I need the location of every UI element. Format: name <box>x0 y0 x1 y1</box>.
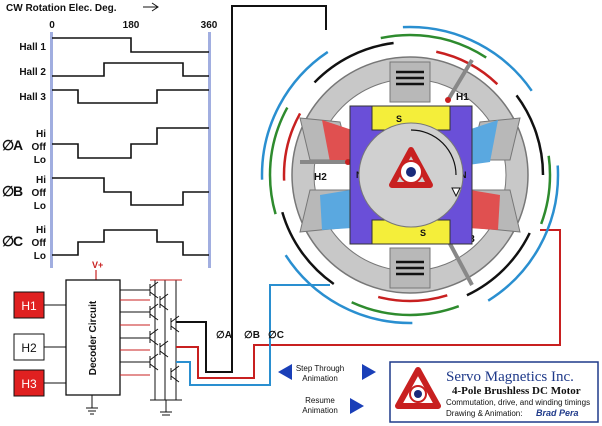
supply-label: V+ <box>92 260 103 270</box>
svg-text:Hi: Hi <box>36 225 46 236</box>
hall-2-waveform <box>52 62 209 77</box>
svg-text:C: C <box>13 233 23 249</box>
grid-line-360 <box>208 32 211 268</box>
pole-tip-blue-right <box>468 120 498 165</box>
svg-text:Off: Off <box>32 142 47 153</box>
phase-b-waveform <box>52 177 209 206</box>
svg-text:Hi: Hi <box>36 175 46 186</box>
pole-label-bottom: S <box>420 228 426 238</box>
hall-sensor-rods <box>300 58 474 286</box>
motor: H1 H2 H3 S N S N <box>260 25 560 325</box>
credit-name: Brad Pera <box>536 408 579 418</box>
company-logo-block: Servo Magnetics Inc. 4-Pole Brushless DC… <box>389 361 599 423</box>
svg-text:Lo: Lo <box>34 155 46 166</box>
hall-1-waveform <box>52 37 209 53</box>
svg-text:H1: H1 <box>21 299 37 313</box>
step-label-line-2: Animation <box>302 374 338 383</box>
grid-line-0 <box>50 32 53 268</box>
product-name: 4-Pole Brushless DC Motor <box>452 385 581 397</box>
pole-label-top: S <box>396 114 402 124</box>
coil-windings <box>396 70 424 276</box>
phase-output-a: ∅A <box>216 330 232 341</box>
resume-button[interactable] <box>350 398 364 414</box>
hall-3-waveform <box>52 89 209 104</box>
step-label-line-1: Step Through <box>296 364 344 373</box>
deg-tick-0: 0 <box>49 20 55 31</box>
svg-text:Off: Off <box>32 188 47 199</box>
step-back-button[interactable] <box>278 364 292 380</box>
phase-b-label: ∅ B Hi Off Lo <box>2 175 47 212</box>
phase-c-waveform <box>52 229 209 256</box>
svg-text:B: B <box>13 183 23 199</box>
rotor-spider-icon <box>389 147 433 188</box>
company-name: Servo Magnetics Inc. <box>446 369 574 385</box>
rotation-label: CW Rotation Elec. Deg. <box>6 3 117 14</box>
svg-text:H3: H3 <box>21 377 37 391</box>
pole-tip-blue-left <box>320 190 352 230</box>
credit-prefix: Drawing & Animation: <box>446 409 522 418</box>
tagline: Commutation, drive, and winding timings <box>446 398 590 407</box>
pole-tip-red-right <box>468 190 500 230</box>
svg-text:H2: H2 <box>21 341 37 355</box>
hall-1-label: Hall 1 <box>19 42 46 53</box>
hall-2-label: Hall 2 <box>19 67 46 78</box>
resume-label-line-2: Animation <box>302 406 338 415</box>
sensor-h3: H3 <box>13 369 66 397</box>
rotation-arrow-icon <box>143 2 159 12</box>
deg-tick-180: 180 <box>123 20 140 31</box>
svg-text:∅: ∅ <box>2 183 14 199</box>
ground-icon <box>86 395 98 415</box>
company-logo-icon <box>395 367 441 409</box>
phase-output-wires <box>176 5 561 386</box>
svg-text:Hi: Hi <box>36 129 46 140</box>
sensor-h2: H2 <box>13 333 66 361</box>
phase-output-b: ∅B <box>244 330 260 341</box>
svg-text:Lo: Lo <box>34 201 46 212</box>
motor-hall-h1: H1 <box>456 92 469 103</box>
svg-text:∅: ∅ <box>2 233 14 249</box>
resume-label-line-1: Resume <box>305 396 335 405</box>
decoder-label: Decoder Circuit <box>88 300 99 375</box>
step-forward-button[interactable] <box>362 364 376 380</box>
phase-output-c: ∅C <box>268 330 284 341</box>
motor-hall-h2: H2 <box>314 172 327 183</box>
phase-c-label: ∅ C Hi Off Lo <box>2 225 47 262</box>
svg-text:A: A <box>13 137 23 153</box>
hall-3-label: Hall 3 <box>19 92 46 103</box>
pole-tip-red-left <box>322 120 352 165</box>
decoder-box <box>65 279 121 396</box>
phase-a-waveform <box>52 127 209 159</box>
phase-a-label: ∅ A Hi Off Lo <box>2 129 47 166</box>
transistor-bridge <box>120 279 182 416</box>
svg-text:Off: Off <box>32 238 47 249</box>
svg-text:∅: ∅ <box>2 137 14 153</box>
svg-text:Lo: Lo <box>34 251 46 262</box>
deg-tick-360: 360 <box>201 20 218 31</box>
sensor-h1: H1 <box>13 291 66 319</box>
